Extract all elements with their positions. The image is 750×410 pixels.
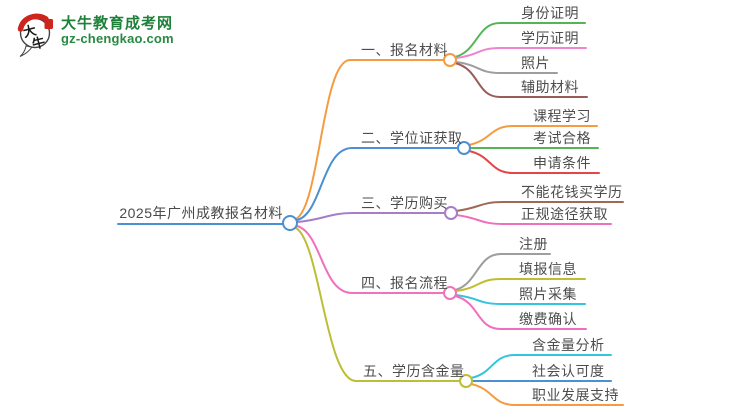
child-line-1-2 [455, 47, 587, 59]
child-label-5-3: 职业发展支持 [532, 387, 619, 403]
child-line-3-1 [455, 201, 624, 212]
child-line-4-2 [455, 278, 586, 292]
red-seal [44, 19, 53, 29]
child-line-4-4 [454, 295, 587, 330]
branch-label-1: 一、报名材料 [361, 42, 448, 58]
branch-label-2: 二、学位证获取 [361, 130, 463, 146]
child-label-4-2: 填报信息 [519, 261, 577, 277]
branch-node-circle-2 [457, 141, 471, 155]
child-line-4-3 [455, 294, 586, 305]
branch-label-3: 三、学历购买 [361, 195, 448, 211]
svg-text:大: 大 [21, 23, 37, 41]
branch-node-circle-5 [459, 374, 473, 388]
branch-node-circle-1 [443, 53, 457, 67]
branch-line-5 [295, 227, 460, 382]
child-label-4-1: 注册 [519, 236, 548, 252]
child-line-4-1 [454, 253, 551, 291]
child-label-2-2: 考试合格 [533, 130, 591, 146]
branch-line-1 [295, 59, 445, 220]
child-line-3-2 [455, 214, 612, 225]
branch-line-3 [296, 212, 445, 223]
child-line-2-1 [468, 125, 598, 146]
child-label-2-3: 申请条件 [533, 155, 591, 171]
site-logo: 大 牛 大牛教育成考网 gz-chengkao.com [15, 9, 174, 57]
child-line-1-3 [455, 61, 558, 74]
branch-label-5: 五、学历含金量 [363, 363, 465, 379]
child-line-1-1 [454, 22, 586, 58]
child-label-2-1: 课程学习 [533, 108, 591, 124]
child-label-5-1: 含金量分析 [532, 337, 605, 353]
child-line-5-1 [470, 354, 612, 379]
child-label-3-1: 不能花钱买学历 [521, 184, 623, 200]
child-label-4-4: 缴费确认 [519, 311, 577, 327]
site-domain: gz-chengkao.com [61, 31, 174, 46]
child-label-1-3: 照片 [521, 55, 550, 71]
child-label-3-2: 正规途径获取 [521, 206, 608, 222]
child-label-1-1: 身份证明 [521, 5, 579, 21]
child-line-2-3 [468, 150, 600, 174]
root-node-circle [282, 215, 298, 231]
branch-label-4: 四、报名流程 [361, 275, 448, 291]
branch-node-circle-4 [443, 286, 457, 300]
branch-line-2 [296, 147, 458, 221]
child-label-5-2: 社会认可度 [532, 363, 605, 379]
svg-text:牛: 牛 [30, 34, 46, 52]
child-label-1-2: 学历证明 [521, 30, 579, 46]
branch-node-circle-3 [444, 206, 458, 220]
child-line-1-4 [454, 62, 588, 98]
red-arc [17, 13, 49, 32]
branch-line-4 [296, 225, 444, 294]
child-line-5-3 [470, 383, 624, 406]
root-topic-label: 2025年广州成教报名材料 [119, 205, 283, 221]
daniu-speech-bubble-icon: 大 牛 [17, 13, 53, 57]
site-name: 大牛教育成考网 [61, 15, 174, 32]
child-label-4-3: 照片采集 [519, 286, 577, 302]
child-label-1-4: 辅助材料 [521, 79, 579, 95]
